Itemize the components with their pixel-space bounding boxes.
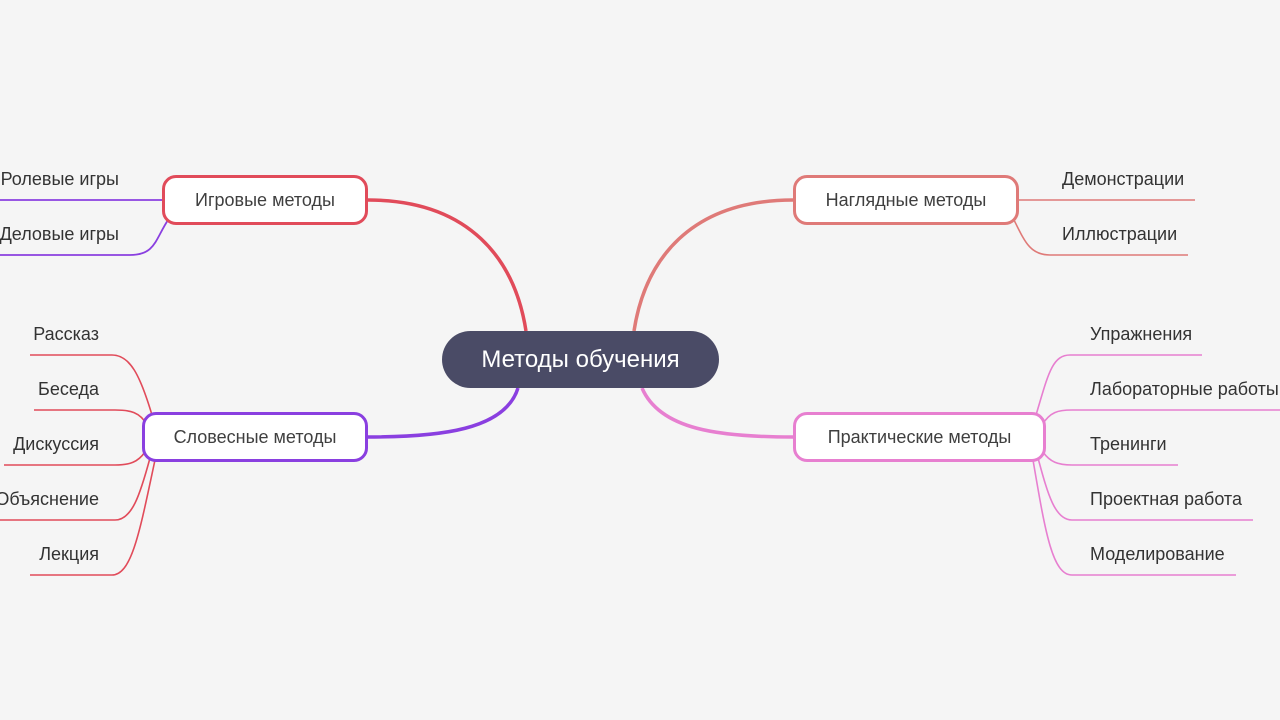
leaf-line-verbal-2 [4, 451, 146, 466]
leaf-line-verbal-0 [30, 354, 153, 416]
leaf-line-practical-1 [1041, 409, 1280, 426]
leaf-line-game-1 [0, 219, 169, 256]
leaf-line-practical-0 [1035, 354, 1202, 416]
leaf-story[interactable]: Рассказ [33, 324, 99, 344]
leaf-lecture[interactable]: Лекция [39, 544, 99, 564]
leaf-line-verbal-1 [34, 409, 148, 426]
leaf-lab-works[interactable]: Лабораторные работы [1090, 379, 1279, 399]
leaf-demonstrations[interactable]: Демонстрации [1062, 169, 1185, 189]
leaf-line-verbal-4 [30, 459, 156, 576]
leaf-modeling[interactable]: Моделирование [1090, 544, 1225, 564]
leaf-line-practical-4 [1032, 459, 1236, 576]
connector-verbal [367, 387, 520, 439]
leaf-role-games[interactable]: Ролевые игры [0, 169, 119, 189]
central-topic[interactable]: Методы обучения [442, 331, 719, 388]
branch-verbal-label: Словесные методы [173, 426, 337, 447]
branch-game-label: Игровые методы [195, 189, 335, 210]
branch-practical-label: Практические методы [827, 426, 1012, 447]
leaf-business-games[interactable]: Деловые игры [0, 224, 119, 244]
leaf-line-visual-1 [1012, 217, 1188, 256]
leaf-trainings[interactable]: Тренинги [1090, 434, 1167, 454]
leaf-discussion[interactable]: Дискуссия [13, 434, 99, 454]
leaf-illustrations[interactable]: Иллюстрации [1062, 224, 1178, 244]
branch-visual-methods[interactable]: Наглядные методы [793, 175, 1019, 225]
connector-practical [640, 387, 794, 439]
leaf-line-verbal-3 [0, 457, 151, 521]
leaf-explanation[interactable]: Объяснение [0, 489, 99, 509]
leaf-exercises[interactable]: Упражнения [1090, 324, 1193, 344]
leaf-project-work[interactable]: Проектная работа [1090, 489, 1242, 509]
branch-verbal-methods[interactable]: Словесные методы [142, 412, 368, 462]
leaf-line-practical-3 [1037, 457, 1253, 521]
leaf-conversation[interactable]: Беседа [38, 379, 99, 399]
connector-game [367, 198, 528, 332]
branch-practical-methods[interactable]: Практические методы [793, 412, 1046, 462]
branch-visual-label: Наглядные методы [825, 189, 987, 210]
branch-game-methods[interactable]: Игровые методы [162, 175, 368, 225]
connector-visual [632, 198, 794, 332]
leaf-line-practical-2 [1042, 451, 1178, 466]
